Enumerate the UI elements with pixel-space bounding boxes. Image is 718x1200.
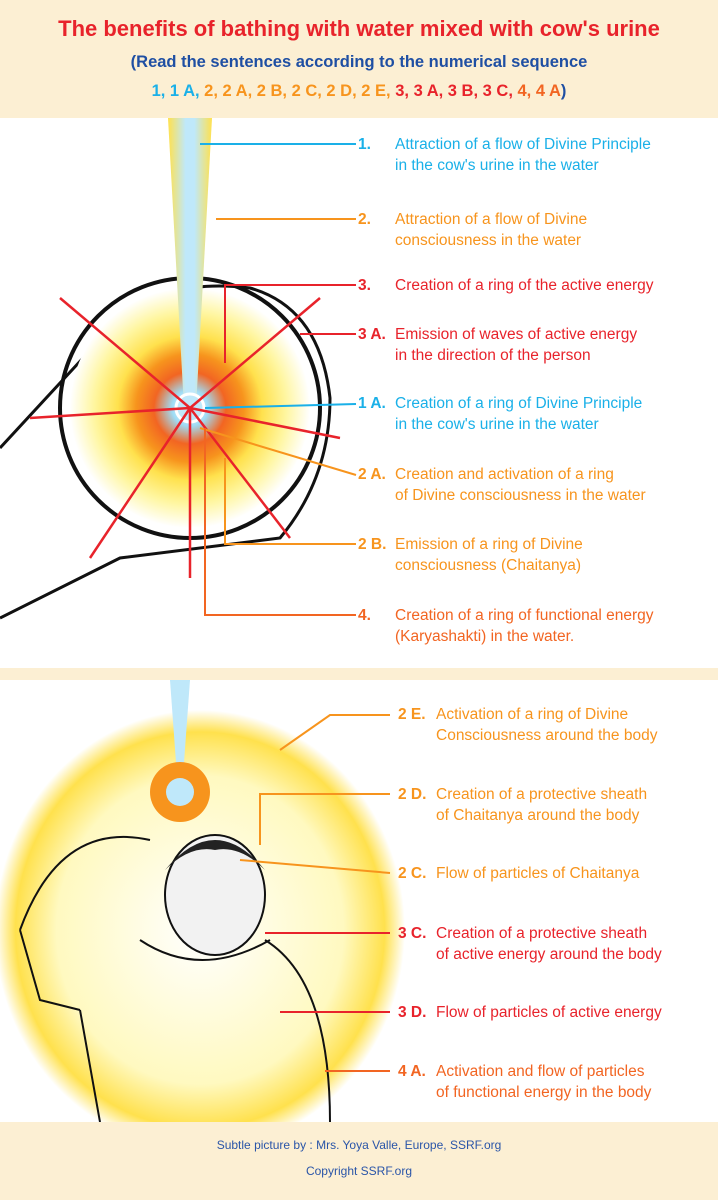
- label-text: consciousness (Chaitanya): [395, 557, 582, 574]
- label-4: 4. Creation of a ring of functional energ…: [358, 605, 654, 647]
- label-number: 2 B.: [358, 536, 387, 553]
- reading-sequence: 1, 1 A, 2, 2 A, 2 B, 2 C, 2 D, 2 E, 3, 3…: [0, 82, 718, 101]
- label-text: in the cow's urine in the water: [395, 416, 599, 433]
- label-3c: 3 C. Creation of a protective sheath of ac…: [398, 923, 662, 965]
- label-2: 2. Attraction of a flow of Divine consciou…: [358, 209, 588, 251]
- label-2b: 2 B. Emission of a ring of Divine consciou…: [358, 534, 583, 576]
- page-title: The benefits of bathing with water mixed…: [58, 16, 660, 41]
- credit-text: Subtle picture by : Mrs. Yoya Valle, Eur…: [216, 1138, 502, 1152]
- label-text: of functional energy in the body: [436, 1084, 652, 1101]
- label-2d: 2 D. Creation of a protective sheath of Ch…: [398, 784, 648, 826]
- label-number: 4 A.: [398, 1063, 426, 1080]
- label-text: of active energy around the body: [436, 946, 662, 963]
- label-number: 4.: [358, 607, 371, 624]
- label-text: of Chaitanya around the body: [436, 807, 640, 824]
- label-text: Creation of a protective sheath: [436, 925, 648, 942]
- label-text: Creation of a ring of functional energy: [395, 607, 654, 624]
- label-text: Flow of particles of active energy: [436, 1004, 662, 1021]
- label-number: 2 A.: [358, 466, 386, 483]
- sequence-part: 1, 1 A,: [151, 82, 205, 100]
- subtitle: (Read the sentences according to the num…: [130, 53, 588, 71]
- label-number: 2 C.: [398, 865, 427, 882]
- label-text: in the cow's urine in the water: [395, 157, 599, 174]
- label-1a: 1 A. Creation of a ring of Divine Princip…: [358, 393, 643, 435]
- label-text: Activation and flow of particles: [436, 1063, 645, 1080]
- sequence-part: 2, 2 A, 2 B, 2 C, 2 D, 2 E,: [204, 82, 396, 100]
- label-2c: 2 C. Flow of particles of Chaitanya: [398, 863, 640, 884]
- sequence-part: 4, 4 A: [517, 82, 561, 100]
- sequence-part: 3, 3 A, 3 B, 3 C,: [395, 82, 518, 100]
- label-text: of Divine consciousness in the water: [395, 487, 646, 504]
- label-text: Attraction of a flow of Divine Principle: [395, 136, 651, 153]
- label-number: 3.: [358, 277, 371, 294]
- label-number: 3 C.: [398, 925, 427, 942]
- label-3a: 3 A. Emission of waves of active energy in…: [358, 324, 638, 366]
- label-2a: 2 A. Creation and activation of a ring of …: [358, 464, 646, 506]
- label-text: Creation of a ring of the active energy: [395, 277, 654, 294]
- label-text: Creation of a ring of Divine Principle: [395, 395, 643, 412]
- label-text: in the direction of the person: [395, 347, 591, 364]
- label-3: 3. Creation of a ring of the active energ…: [358, 275, 654, 296]
- copyright-text: Copyright SSRF.org: [305, 1164, 413, 1178]
- label-text: Emission of waves of active energy: [395, 326, 638, 343]
- water-bucket-panel: 1. Attraction of a flow of Divine Princip…: [0, 118, 718, 668]
- person-illustration: [0, 680, 405, 1122]
- label-text: Flow of particles of Chaitanya: [436, 865, 640, 882]
- label-text: (Karyashakti) in the water.: [395, 628, 575, 645]
- label-4a: 4 A. Activation and flow of particles of f…: [398, 1061, 652, 1103]
- label-text: Consciousness around the body: [436, 727, 658, 744]
- label-text: Emission of a ring of Divine: [395, 536, 583, 553]
- label-text: Creation of a protective sheath: [436, 786, 648, 803]
- sequence-part: ): [560, 82, 567, 100]
- label-number: 3 D.: [398, 1004, 427, 1021]
- label-text: consciousness in the water: [395, 232, 582, 249]
- label-3d: 3 D. Flow of particles of active energy: [398, 1002, 662, 1023]
- label-number: 3 A.: [358, 326, 386, 343]
- label-number: 1.: [358, 136, 371, 153]
- bucket-illustration: [0, 118, 357, 620]
- label-text: Creation and activation of a ring: [395, 466, 614, 483]
- label-number: 2 E.: [398, 706, 426, 723]
- label-number: 2.: [358, 211, 371, 228]
- label-text: Attraction of a flow of Divine: [395, 211, 588, 228]
- label-number: 1 A.: [358, 395, 386, 412]
- label-number: 2 D.: [398, 786, 427, 803]
- label-text: Activation of a ring of Divine: [436, 706, 629, 723]
- label-1: 1. Attraction of a flow of Divine Princip…: [358, 134, 651, 176]
